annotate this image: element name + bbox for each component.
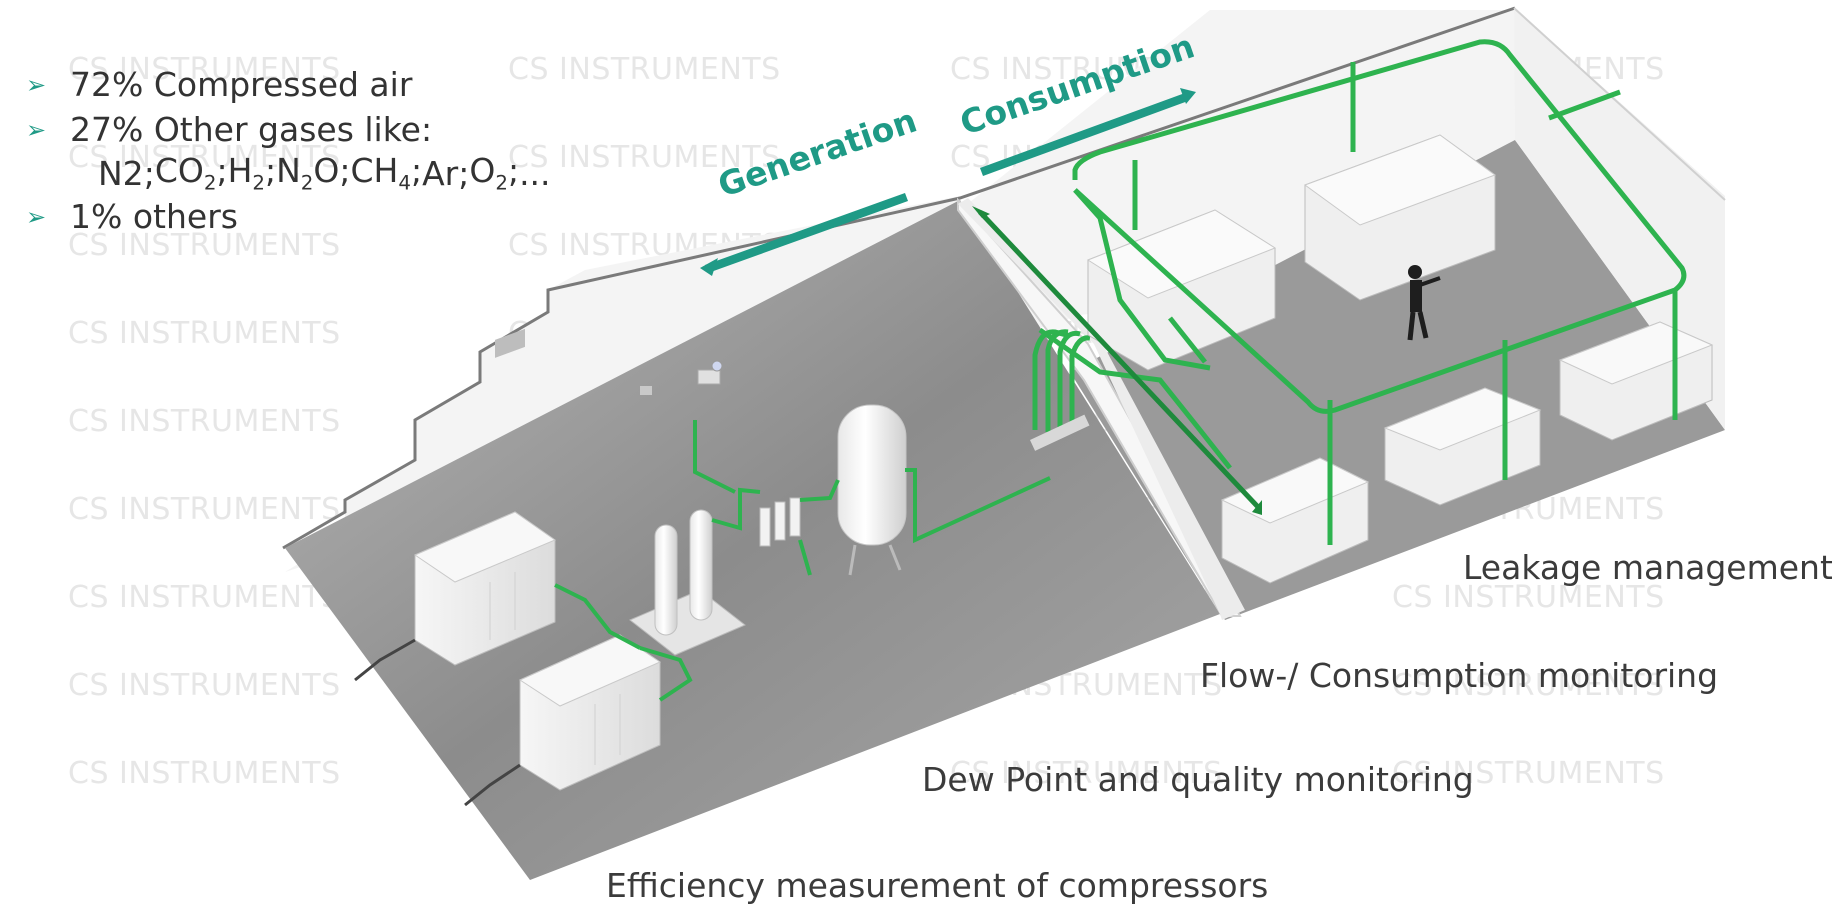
worker-figure — [1407, 265, 1441, 341]
gas-formula-ellipsis: ... — [519, 153, 551, 193]
list-item: ➢ 1% others — [26, 194, 551, 239]
bullet-arrow-icon: ➢ — [26, 70, 47, 99]
ring-main-piping — [1038, 39, 1687, 545]
gas-share-list: ➢ 72% Compressed air ➢ 27% Other gases l… — [26, 62, 551, 239]
list-item-text: 27% Other gases like: — [70, 110, 433, 149]
gas-formula: CH4; — [350, 151, 423, 195]
back-wall-outline — [282, 6, 1516, 550]
label-flow-consumption: Flow-/ Consumption monitoring — [1200, 656, 1719, 695]
label-leakage-management: Leakage management — [1463, 548, 1832, 587]
wall-sensor — [640, 386, 652, 395]
list-item: ➢ 72% Compressed air — [26, 62, 551, 107]
consumption-arrow — [980, 88, 1196, 176]
flow-arrow-line — [978, 210, 1260, 509]
generation-arrow — [700, 193, 908, 276]
label-dew-point: Dew Point and quality monitoring — [922, 760, 1474, 799]
cnc-machine-2 — [1303, 134, 1497, 301]
list-item-text: 72% Compressed air — [70, 65, 413, 104]
compressor-2 — [518, 634, 662, 791]
gas-formula: Ar; — [422, 153, 470, 193]
dryer — [629, 509, 746, 656]
floor-generation — [285, 200, 1220, 880]
filters — [759, 497, 801, 547]
compressor-1 — [413, 328, 557, 666]
list-item: ➢ 27% Other gases like: — [26, 107, 551, 152]
bullet-arrow-icon: ➢ — [26, 202, 47, 231]
gas-formula: N2; — [98, 153, 155, 193]
list-item-text: 1% others — [70, 197, 238, 236]
air-receiver-tank — [837, 404, 907, 576]
gas-formula: O2; — [469, 151, 520, 195]
machine-front-2 — [1383, 387, 1542, 506]
gas-formula: CO2; — [154, 151, 228, 195]
bullet-arrow-icon: ➢ — [26, 115, 47, 144]
gas-formula-line: N2; CO2; H2; N2O; CH4; Ar; O2; ... — [26, 151, 551, 195]
generation-piping — [554, 420, 1051, 702]
gas-formula: H2; — [227, 151, 277, 195]
label-efficiency: Efficiency measurement of compressors — [606, 866, 1269, 905]
wall-display — [697, 369, 721, 385]
divider-wall-face — [958, 198, 1245, 620]
gas-formula: N2O; — [276, 151, 351, 195]
